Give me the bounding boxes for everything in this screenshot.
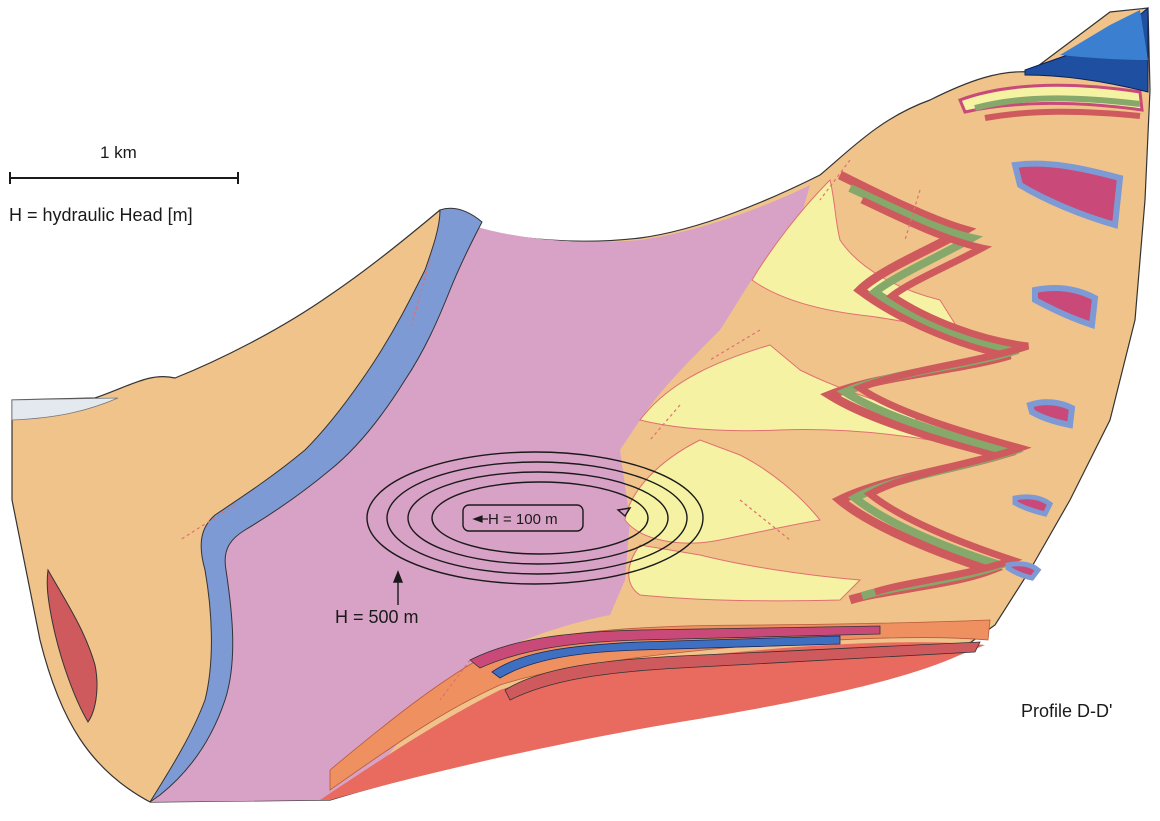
contour-outer-label: H = 500 m bbox=[335, 607, 419, 628]
profile-label: Profile D-D' bbox=[1021, 701, 1112, 722]
contour-inner-label: H = 100 m bbox=[488, 511, 558, 528]
legend-text: H = hydraulic Head [m] bbox=[9, 205, 193, 226]
scale-bar bbox=[10, 172, 238, 184]
scale-bar-label: 1 km bbox=[100, 143, 137, 163]
